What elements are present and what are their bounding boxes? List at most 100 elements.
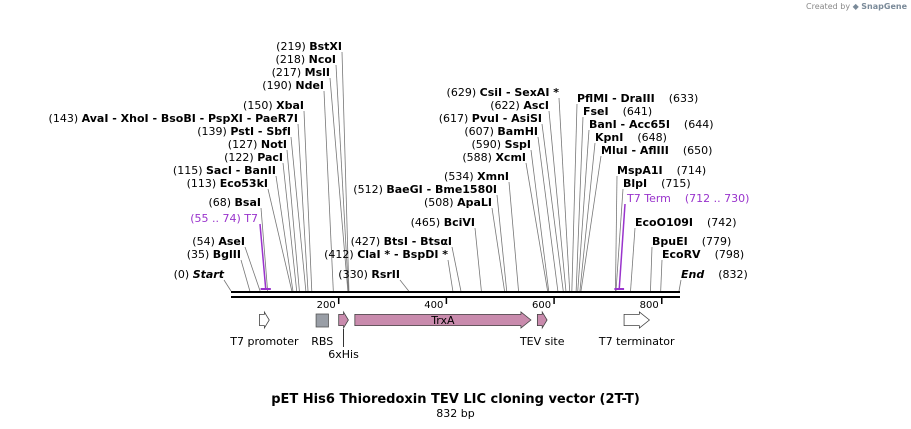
feature-rbs [315, 313, 329, 328]
created-by-text: Created by [806, 2, 851, 11]
site-leader-line [615, 175, 618, 292]
restriction-site-label: (617) PvuI - AsiSI [439, 112, 542, 125]
restriction-site-label: (412) ClaI * - BspDI * [324, 248, 448, 261]
restriction-enzyme-name: BamHI [497, 125, 538, 138]
restriction-site-label: (143) AvaI - XhoI - BsoBI - PspXI - PaeR… [49, 112, 298, 125]
restriction-site-label: (512) BaeGI - Bme1580I [353, 183, 497, 196]
restriction-site-label: (68) BsaI [208, 196, 261, 209]
restriction-site-position: (139) [197, 125, 230, 138]
restriction-site-position: (633) [669, 92, 699, 105]
primer-position: (55 .. 74) [190, 212, 244, 225]
site-leader-line [286, 149, 300, 292]
feature-arrow-cds [354, 311, 532, 329]
restriction-enzyme-name: AvaI - XhoI - BsoBI - PspXI - PaeR7I [82, 112, 298, 125]
restriction-site-position: (798) [715, 248, 745, 261]
restriction-site-position: (832) [718, 268, 748, 281]
restriction-site-label: (590) SspI [471, 138, 531, 151]
dna-backbone [231, 291, 680, 298]
restriction-site-position: (512) [353, 183, 386, 196]
restriction-enzyme-name: AscI [523, 99, 549, 112]
restriction-site-position: (607) [464, 125, 497, 138]
site-leader-line [282, 162, 298, 292]
restriction-site-position: (779) [702, 235, 732, 248]
site-leader-line [341, 51, 350, 292]
site-leader-line [630, 227, 636, 292]
restriction-site-position: (742) [707, 216, 737, 229]
restriction-enzyme-name: NdeI [295, 79, 324, 92]
ruler-tick-label: 400 [424, 300, 443, 311]
feature-label: T7 terminator [598, 335, 675, 348]
restriction-enzyme-name: BtsI - BtsαI [384, 235, 452, 248]
restriction-enzyme-name: BanI - Acc65I [589, 118, 670, 131]
restriction-site-position: (427) [351, 235, 384, 248]
site-leader-line [579, 142, 596, 292]
restriction-site-label: (465) BciVI [411, 216, 475, 229]
restriction-site-position: (465) [411, 216, 444, 229]
restriction-site-label: (508) ApaLI [424, 196, 492, 209]
ruler-tick-label: 800 [640, 300, 659, 311]
site-leader-line [451, 246, 462, 292]
site-leader-line [615, 188, 624, 292]
site-leader-line [530, 149, 550, 292]
restriction-site-position: (122) [224, 151, 257, 164]
site-leader-line [260, 207, 269, 292]
restriction-enzyme-name: PvuI - AsiSI [472, 112, 542, 125]
restriction-site-label: End (832) [681, 268, 748, 281]
primer-leader-line [618, 203, 626, 290]
primer-name: T7 [243, 212, 258, 225]
restriction-site-position: (68) [208, 196, 234, 209]
restriction-site-label: (115) SacI - BanII [173, 164, 276, 177]
feature-arrow-promoter [259, 310, 270, 330]
site-leader-line [323, 90, 334, 292]
restriction-site-label: (150) XbaI [243, 99, 304, 112]
restriction-site-position: (622) [490, 99, 523, 112]
restriction-enzyme-name: BpuEI [652, 235, 688, 248]
restriction-enzyme-name: MspA1I [617, 164, 663, 177]
restriction-enzyme-name: AseI [218, 235, 245, 248]
restriction-enzyme-name: BlpI [623, 177, 647, 190]
feature-arrow-terminator [623, 311, 651, 329]
site-leader-line [660, 259, 663, 292]
ruler-tick-label: 200 [317, 300, 336, 311]
restriction-site-position: (219) [276, 40, 309, 53]
site-leader-line [558, 97, 571, 292]
restriction-site-label: BlpI(715) [623, 177, 691, 190]
site-leader-line [525, 162, 549, 292]
site-leader-line [496, 194, 508, 292]
restriction-site-label: (122) PacI [224, 151, 283, 164]
restriction-enzyme-name: RsrII [371, 268, 400, 281]
primer-leader-line [259, 223, 267, 290]
restriction-enzyme-name: Start [193, 268, 225, 281]
site-leader-line [240, 259, 251, 292]
restriction-site-label: (219) BstXI [276, 40, 342, 53]
restriction-enzyme-name: KpnI [595, 131, 623, 144]
restriction-enzyme-name: PstI - SbfI [230, 125, 291, 138]
restriction-enzyme-name: BglII [213, 248, 241, 261]
restriction-enzyme-name: End [681, 268, 704, 281]
restriction-site-position: (508) [424, 196, 457, 209]
snapgene-credit: Created by ◆ SnapGene [806, 2, 907, 11]
feature-label: TEV site [519, 335, 565, 348]
restriction-site-label: (35) BglII [187, 248, 241, 261]
restriction-site-label: (0) Start [174, 268, 225, 281]
restriction-site-position: (218) [276, 53, 309, 66]
site-leader-line [508, 181, 519, 292]
restriction-site-label: (218) NcoI [276, 53, 336, 66]
restriction-enzyme-name: MslI [305, 66, 330, 79]
restriction-site-position: (54) [192, 235, 218, 248]
site-leader-line [267, 188, 293, 292]
site-leader-line [541, 123, 564, 292]
site-leader-line [297, 123, 309, 292]
restriction-site-position: (714) [677, 164, 707, 177]
restriction-site-position: (641) [623, 105, 653, 118]
restriction-enzyme-name: EcoO109I [635, 216, 693, 229]
restriction-site-label: FseI(641) [583, 105, 652, 118]
restriction-enzyme-name: Eco53kI [220, 177, 268, 190]
restriction-site-label: (217) MslI [272, 66, 330, 79]
feature-arrow-cds [338, 310, 349, 330]
site-leader-line [580, 155, 602, 292]
map-length: 832 bp [436, 407, 475, 420]
restriction-site-label: PflMI - DraIII(633) [577, 92, 698, 105]
